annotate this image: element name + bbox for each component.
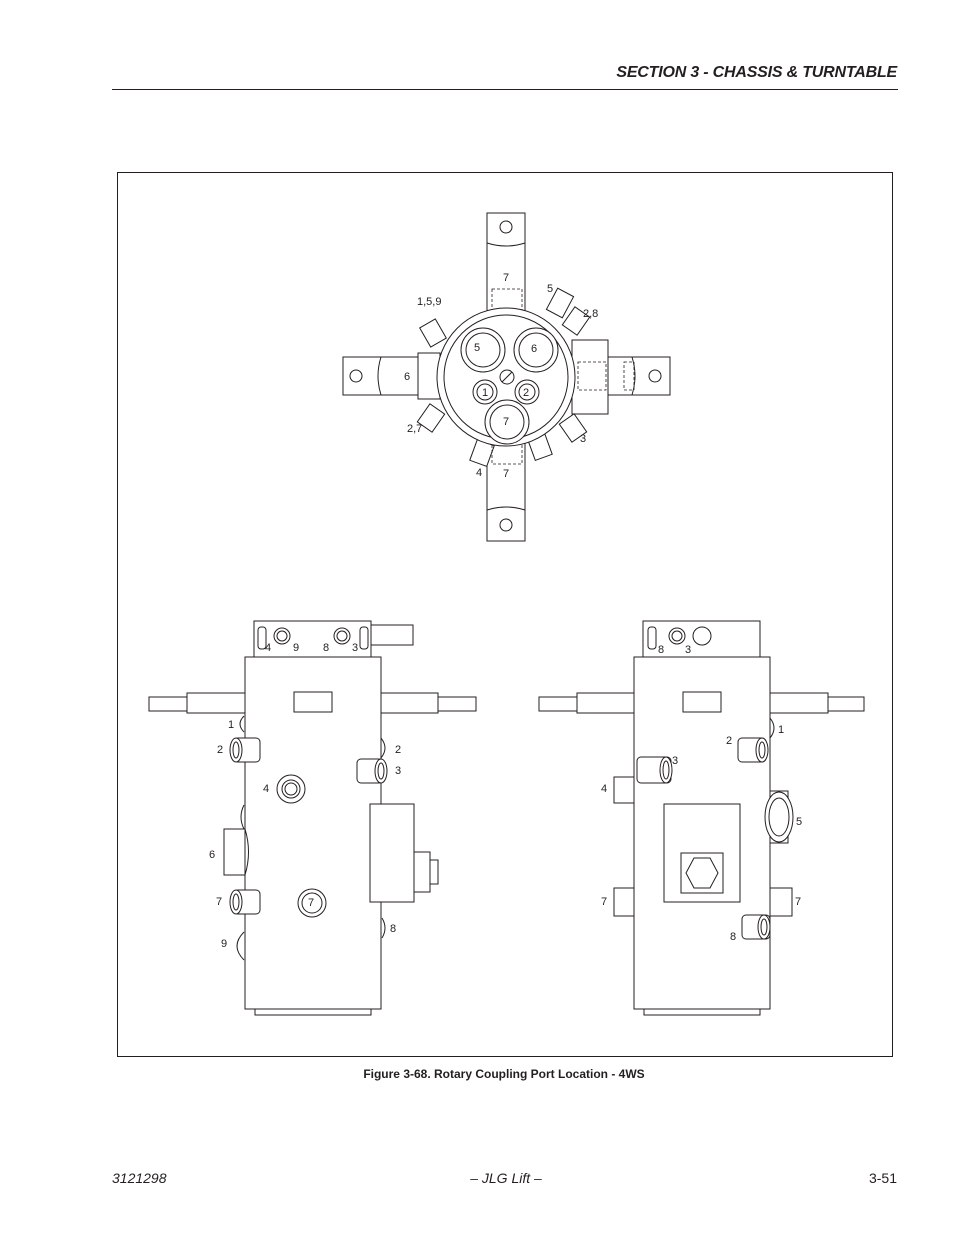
svg-text:1: 1 bbox=[778, 724, 784, 736]
svg-text:6: 6 bbox=[404, 371, 410, 383]
top-view bbox=[342, 212, 671, 542]
page-number: 3-51 bbox=[868, 1170, 897, 1186]
left-side-view bbox=[148, 620, 477, 1016]
svg-text:5: 5 bbox=[796, 816, 802, 828]
svg-text:8: 8 bbox=[730, 931, 736, 943]
svg-text:9: 9 bbox=[293, 642, 299, 654]
right-side-view bbox=[538, 620, 865, 1016]
figure-caption: Figure 3-68. Rotary Coupling Port Locati… bbox=[363, 1067, 645, 1081]
svg-text:8: 8 bbox=[390, 923, 396, 935]
top-view-labels: 7 5 1,5,9 2,8 5 6 6 1 2 7 2,7 3 4 7 bbox=[404, 272, 598, 480]
svg-text:3: 3 bbox=[395, 765, 401, 777]
svg-text:7: 7 bbox=[503, 468, 509, 480]
section-title: SECTION 3 - CHASSIS & TURNTABLE bbox=[616, 64, 897, 81]
right-view-labels: 8 3 2 1 3 4 5 7 7 8 bbox=[601, 644, 802, 943]
svg-text:7: 7 bbox=[503, 272, 509, 284]
svg-text:6: 6 bbox=[531, 343, 537, 355]
document-number: 3121298 bbox=[112, 1170, 167, 1186]
footer-brand: – JLG Lift – bbox=[470, 1170, 542, 1186]
left-view-labels: 4 9 8 3 1 2 2 3 4 6 7 7 9 8 bbox=[209, 642, 401, 950]
svg-text:5: 5 bbox=[547, 283, 553, 295]
svg-text:2: 2 bbox=[395, 744, 401, 756]
svg-text:2: 2 bbox=[217, 744, 223, 756]
svg-text:4: 4 bbox=[476, 467, 482, 479]
svg-text:3: 3 bbox=[580, 433, 586, 445]
svg-text:6: 6 bbox=[209, 849, 215, 861]
svg-text:9: 9 bbox=[221, 938, 227, 950]
svg-text:3: 3 bbox=[672, 755, 678, 767]
svg-text:8: 8 bbox=[323, 642, 329, 654]
svg-text:3: 3 bbox=[352, 642, 358, 654]
svg-text:4: 4 bbox=[601, 783, 607, 795]
svg-text:2,8: 2,8 bbox=[583, 308, 598, 320]
svg-text:7: 7 bbox=[216, 896, 222, 908]
svg-text:3: 3 bbox=[685, 644, 691, 656]
svg-text:7: 7 bbox=[601, 896, 607, 908]
svg-text:2,7: 2,7 bbox=[407, 423, 422, 435]
svg-text:8: 8 bbox=[658, 644, 664, 656]
svg-text:2: 2 bbox=[523, 387, 529, 399]
svg-text:1,5,9: 1,5,9 bbox=[417, 296, 441, 308]
svg-text:1: 1 bbox=[482, 387, 488, 399]
svg-text:4: 4 bbox=[263, 783, 269, 795]
svg-text:2: 2 bbox=[726, 735, 732, 747]
svg-text:7: 7 bbox=[503, 416, 509, 428]
svg-text:7: 7 bbox=[795, 896, 801, 908]
svg-text:4: 4 bbox=[265, 642, 271, 654]
svg-text:5: 5 bbox=[474, 342, 480, 354]
figure-frame bbox=[117, 172, 893, 1057]
svg-text:7: 7 bbox=[308, 897, 314, 909]
svg-text:1: 1 bbox=[228, 719, 234, 731]
header-rule bbox=[112, 89, 898, 90]
